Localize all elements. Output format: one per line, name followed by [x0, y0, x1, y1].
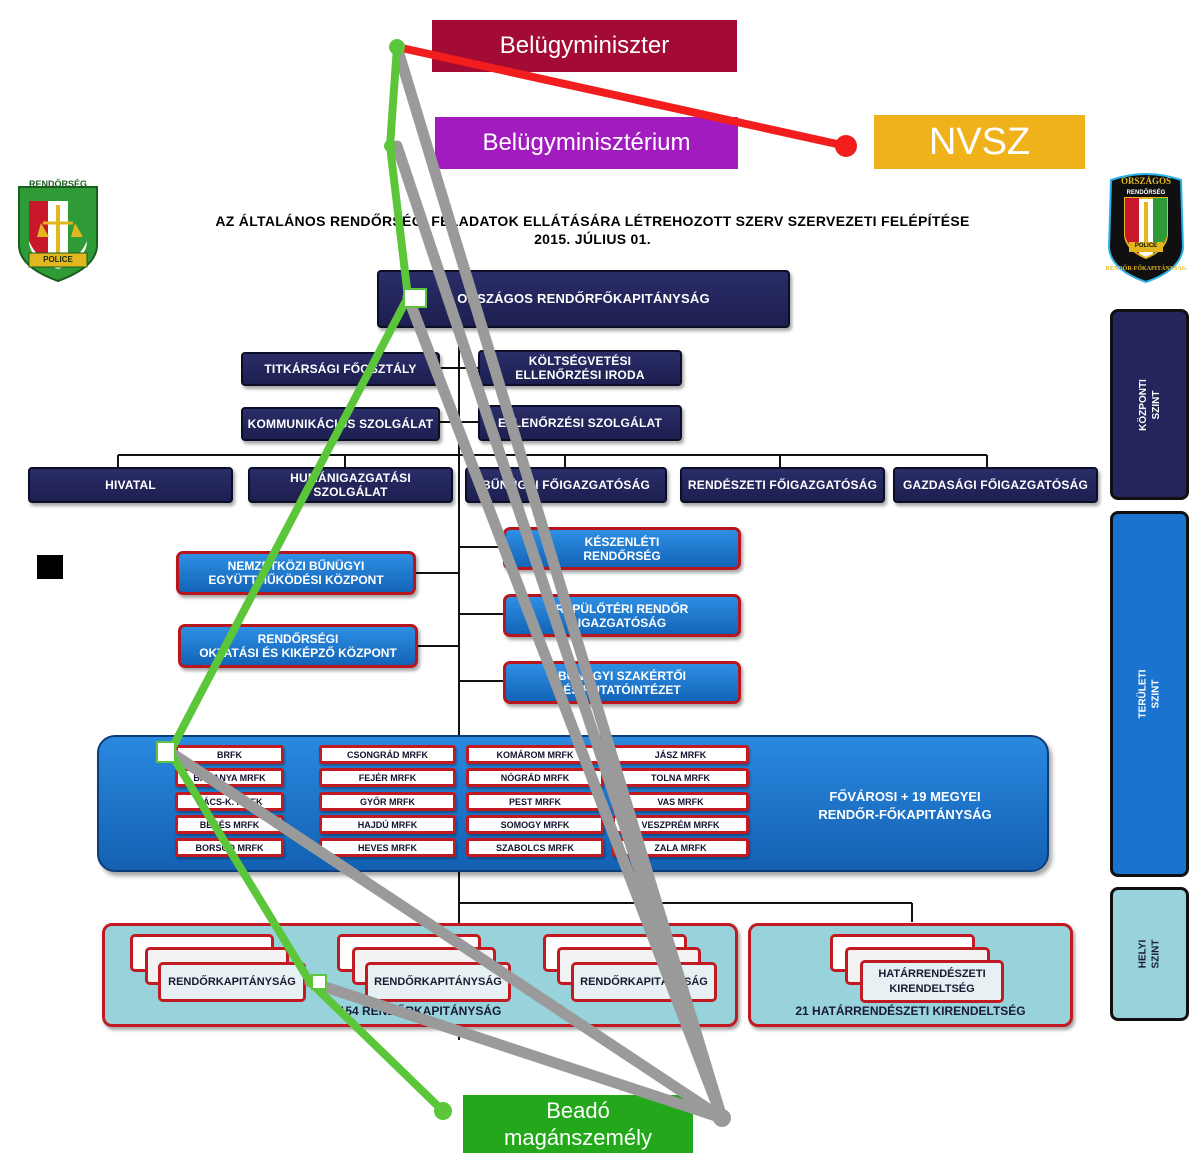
level-teruleti: TERÜLETI SZINT [1110, 511, 1189, 877]
chart-title: AZ ÁLTALÁNOS RENDŐRSÉGI FELADATOK ELLÁTÁ… [200, 212, 985, 248]
hivatal-label: HIVATAL [105, 478, 156, 492]
mrfk-cell: HEVES MRFK [319, 838, 456, 857]
bunugyi-label: BŰNÜGYI FŐIGAZGATÓSÁG [482, 478, 650, 492]
rk-card-label-3: RENDŐRKAPITÁNYSÁG [580, 976, 708, 988]
seal-inner-top-text: RENDŐRSÉG [1126, 190, 1166, 196]
gazdasagi-label: GAZDASÁGI FŐIGAZGATÓSÁG [902, 478, 1089, 492]
oktatasi-box: RENDŐRSÉGI OKTATÁSI ÉS KIKÉPZŐ KÖZPONT [178, 624, 418, 668]
mrfk-cell: TOLNA MRFK [612, 768, 749, 787]
nvsz-label: NVSZ [928, 120, 1031, 163]
rk-card-front-1: RENDŐRKAPITÁNYSÁG [158, 962, 306, 1002]
shield-icon [18, 186, 98, 283]
kommunikacios-box: KOMMUNIKÁCIÓS SZOLGÁLAT [241, 407, 440, 441]
oktatasi-label: RENDŐRSÉGI OKTATÁSI ÉS KIKÉPZŐ KÖZPONT [199, 632, 397, 660]
rk-card-front-3: RENDŐRKAPITÁNYSÁG [571, 962, 717, 1002]
hk-card-label: HATÁRRENDÉSZETI KIRENDELTSÉG [878, 967, 986, 995]
nemzetkozi-box: NEMZETKÖZI BŰNÜGYI EGYÜTTMŰKÖDÉSI KÖZPON… [176, 551, 416, 595]
mrfk-cell: FEJÉR MRFK [319, 768, 456, 787]
koltsegvetesi-box: KÖLTSÉGVETÉSI ELLENŐRZÉSI IRODA [478, 350, 682, 386]
gazdasagi-box: GAZDASÁGI FŐIGAZGATÓSÁG [893, 467, 1098, 503]
submitter-line2: magánszemély [504, 1125, 652, 1150]
ellenorzesi-box: ELLENŐRZÉSI SZOLGÁLAT [478, 405, 682, 441]
mrfk-cell: BRFK [175, 745, 284, 764]
rk-card-label-2: RENDŐRKAPITÁNYSÁG [374, 976, 502, 988]
mrfk-cell: ZALA MRFK [612, 838, 749, 857]
szakertoi-label: BŰNÜGYI SZAKÉRTŐI ÉS KUTATÓINTÉZET [557, 668, 686, 697]
mrfk-cell: JÁSZ MRFK [612, 745, 749, 764]
submitter-box: Beadó magánszemély [463, 1095, 693, 1153]
humanigazgatasi-label: HUMÁNIGAZGATÁSI SZOLGÁLAT [290, 471, 411, 499]
mrfk-cell: SZABOLCS MRFK [466, 838, 604, 857]
titkarsagi-label: TITKÁRSÁGI FŐOSZTÁLY [264, 362, 417, 376]
seal-ring-bottom-text: RENDŐR-FŐKAPITÁNYSÁG [1105, 266, 1187, 272]
mrfk-cell: CSONGRÁD MRFK [319, 745, 456, 764]
mrfk-cell: BÁCS-K. MRFK [175, 792, 284, 811]
shield-bottom-text: POLICE [43, 255, 73, 264]
repuloteri-label: REPÜLŐTÉRI RENDŐR IGAZGATÓSÁG [555, 601, 689, 630]
level-teruleti-label: TERÜLETI SZINT [1137, 669, 1162, 719]
chart-title-line1: AZ ÁLTALÁNOS RENDŐRSÉGI FELADATOK ELLÁTÁ… [215, 213, 970, 229]
koltsegvetesi-label: KÖLTSÉGVETÉSI ELLENŐRZÉSI IRODA [515, 354, 645, 382]
minister-label: Belügyminiszter [499, 32, 670, 59]
rk-card-label-1: RENDŐRKAPITÁNYSÁG [168, 976, 296, 988]
hivatal-box: HIVATAL [28, 467, 233, 503]
mrfk-cell: BORSOD MRFK [175, 838, 284, 857]
seal-icon [1107, 173, 1185, 284]
rendeszeti-box: RENDÉSZETI FŐIGAZGATÓSÁG [680, 467, 885, 503]
repuloteri-box: REPÜLŐTÉRI RENDŐR IGAZGATÓSÁG [503, 594, 741, 637]
rk-total-label: 154 RENDŐRKAPITÁNYSÁG [338, 1004, 502, 1018]
shield-top-text: RENDŐRSÉG [28, 179, 87, 189]
titkarsagi-box: TITKÁRSÁGI FŐOSZTÁLY [241, 352, 440, 386]
mrfk-cell: SOMOGY MRFK [466, 815, 604, 834]
mrfk-cell: PEST MRFK [466, 792, 604, 811]
level-helyi: HELYI SZINT [1110, 887, 1189, 1021]
orfk-label: ORSZÁGOS RENDŐRFŐKAPITÁNYSÁG [457, 291, 710, 306]
orfk-box: ORSZÁGOS RENDŐRFŐKAPITÁNYSÁG [377, 270, 790, 328]
mrfk-cell: NÓGRÁD MRFK [466, 768, 604, 787]
police-shield-logo: RENDŐRSÉG POLICE [15, 175, 101, 283]
kommunikacios-label: KOMMUNIKÁCIÓS SZOLGÁLAT [247, 417, 434, 431]
mrfk-cell: VAS MRFK [612, 792, 749, 811]
mrfk-label: FŐVÁROSI + 19 MEGYEI RENDŐR-FŐKAPITÁNYSÁ… [818, 789, 992, 822]
mrfk-cell: KOMÁROM MRFK [466, 745, 604, 764]
seal-ring-top-text: ORSZÁGOS [1120, 176, 1171, 186]
nvsz-box: NVSZ [874, 115, 1085, 169]
hk-total-label: 21 HATÁRRENDÉSZETI KIRENDELTSÉG [795, 1004, 1026, 1018]
mrfk-cell: BARANYA MRFK [175, 768, 284, 787]
mrfk-cell: GYŐR MRFK [319, 792, 456, 811]
level-kozponti-label: KÖZPONTI SZINT [1137, 378, 1162, 431]
level-kozponti: KÖZPONTI SZINT [1110, 309, 1189, 500]
hk-card-front: HATÁRRENDÉSZETI KIRENDELTSÉG [860, 960, 1004, 1003]
rk-card-front-2: RENDŐRKAPITÁNYSÁG [365, 962, 511, 1002]
keszenleti-label: KÉSZENLÉTI RENDŐRSÉG [583, 534, 661, 563]
keszenleti-box: KÉSZENLÉTI RENDŐRSÉG [503, 527, 741, 570]
rendeszeti-label: RENDÉSZETI FŐIGAZGATÓSÁG [687, 478, 878, 492]
mrfk-cell: BÉKÉS MRFK [175, 815, 284, 834]
szakertoi-box: BŰNÜGYI SZAKÉRTŐI ÉS KUTATÓINTÉZET [503, 661, 741, 704]
ministry-box: Belügyminisztérium [435, 117, 738, 169]
chart-title-date: 2015. JÚLIUS 01. [534, 231, 651, 247]
orfk-seal-logo: ORSZÁGOS RENDŐR-FŐKAPITÁNYSÁG RENDŐRSÉG … [1103, 170, 1189, 285]
black-square-marker [37, 555, 63, 579]
bunugyi-box: BŰNÜGYI FŐIGAZGATÓSÁG [465, 467, 667, 503]
ellenorzesi-label: ELLENŐRZÉSI SZOLGÁLAT [498, 416, 662, 430]
ministry-label: Belügyminisztérium [482, 129, 691, 156]
nemzetkozi-label: NEMZETKÖZI BŰNÜGYI EGYÜTTMŰKÖDÉSI KÖZPON… [208, 559, 384, 587]
mrfk-cell: VESZPRÉM MRFK [612, 815, 749, 834]
submitter-line1: Beadó [546, 1098, 610, 1123]
seal-inner-bottom-text: POLICE [1134, 243, 1158, 249]
humanigazgatasi-box: HUMÁNIGAZGATÁSI SZOLGÁLAT [248, 467, 453, 503]
level-helyi-label: HELYI SZINT [1137, 939, 1162, 969]
mrfk-cell: HAJDÚ MRFK [319, 815, 456, 834]
minister-box: Belügyminiszter [432, 20, 737, 72]
